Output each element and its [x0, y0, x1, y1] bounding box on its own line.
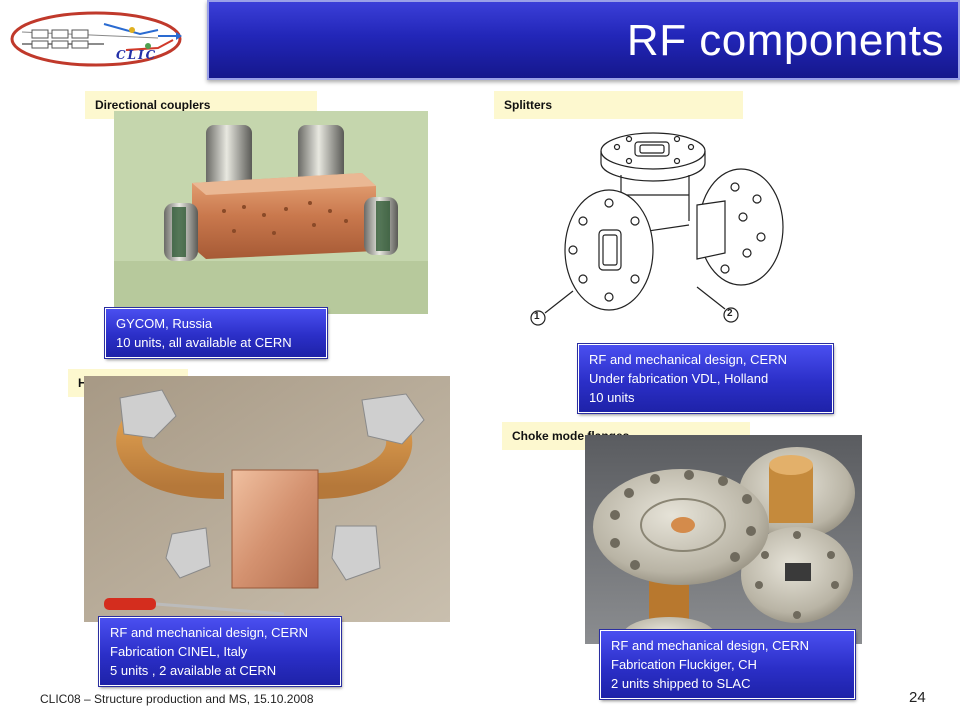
- couplers-photo: [114, 111, 428, 314]
- logo-text: CLIC: [116, 48, 158, 62]
- caption-line: RF and mechanical design, CERN: [110, 625, 308, 640]
- title-bar: RF components: [207, 0, 960, 80]
- splitters-caption: RF and mechanical design, CERN Under fab…: [578, 344, 833, 413]
- caption-line: RF and mechanical design, CERN: [611, 638, 809, 653]
- caption-line: 2 units shipped to SLAC: [611, 676, 751, 691]
- splitter-drawing: 1 2: [525, 125, 800, 335]
- caption-line: Under fabrication VDL, Holland: [589, 371, 769, 386]
- caption-line: Fabrication Fluckiger, CH: [611, 657, 757, 672]
- clic-logo: CLIC: [8, 10, 184, 68]
- callout-1: 1: [534, 311, 540, 322]
- caption-line: 10 units: [589, 390, 635, 405]
- callout-2: 2: [727, 308, 733, 319]
- flanges-photo: [585, 435, 862, 644]
- splitters-label: Splitters: [494, 91, 743, 119]
- caption-line: 5 units , 2 available at CERN: [110, 663, 277, 678]
- caption-line: RF and mechanical design, CERN: [589, 352, 787, 367]
- flanges-caption: RF and mechanical design, CERN Fabricati…: [600, 630, 855, 699]
- caption-line: 10 units, all available at CERN: [116, 335, 292, 350]
- page-title: RF components: [626, 16, 944, 65]
- hybrids-photo: [84, 376, 450, 622]
- couplers-caption: GYCOM, Russia 10 units, all available at…: [105, 308, 327, 358]
- page-number: 24: [909, 689, 926, 706]
- caption-line: Fabrication CINEL, Italy: [110, 644, 248, 659]
- slide-footer: CLIC08 – Structure production and MS, 15…: [40, 692, 314, 706]
- hybrids-caption: RF and mechanical design, CERN Fabricati…: [99, 617, 341, 686]
- caption-line: GYCOM, Russia: [116, 316, 213, 331]
